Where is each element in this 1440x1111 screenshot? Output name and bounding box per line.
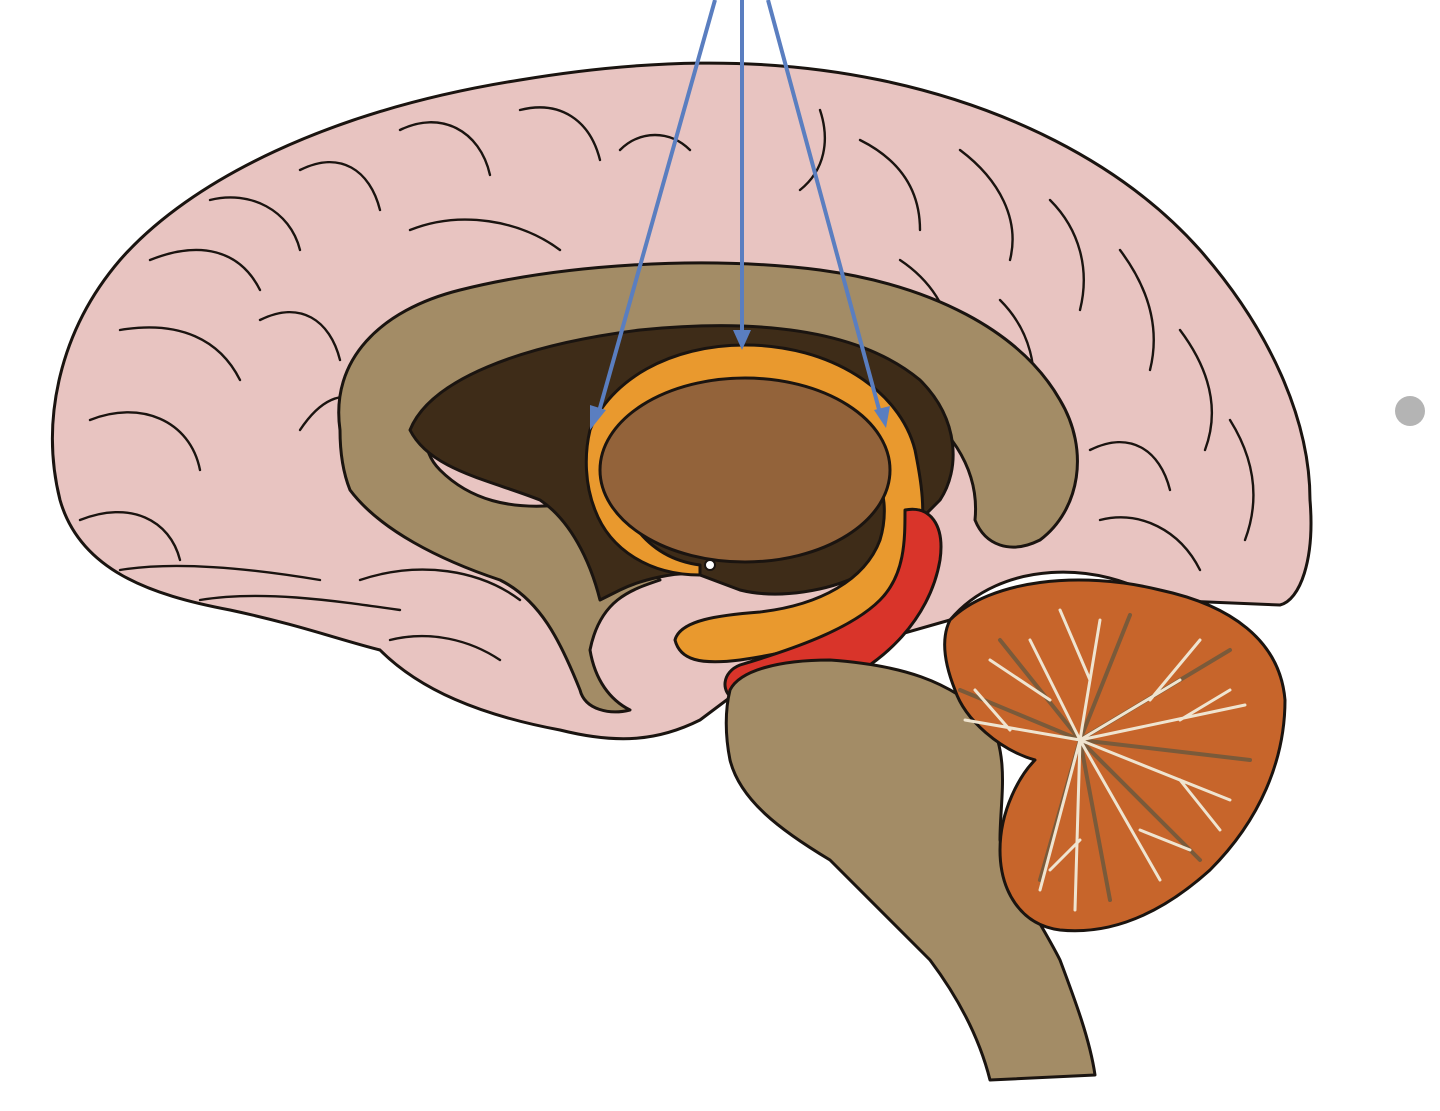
brainstem (724, 658, 1097, 1082)
slide-bullet-dot (1395, 396, 1425, 426)
arrowhead-center (733, 330, 751, 350)
arrowhead-right (874, 406, 890, 428)
pointer-arrows (590, 0, 890, 430)
thalamus (598, 376, 892, 564)
arrowhead-left (590, 405, 606, 430)
arrow-right (766, 0, 882, 414)
arrow-left (596, 0, 717, 416)
arbor-vitae (958, 608, 1252, 912)
interventricular-foramen-dot (704, 559, 716, 571)
